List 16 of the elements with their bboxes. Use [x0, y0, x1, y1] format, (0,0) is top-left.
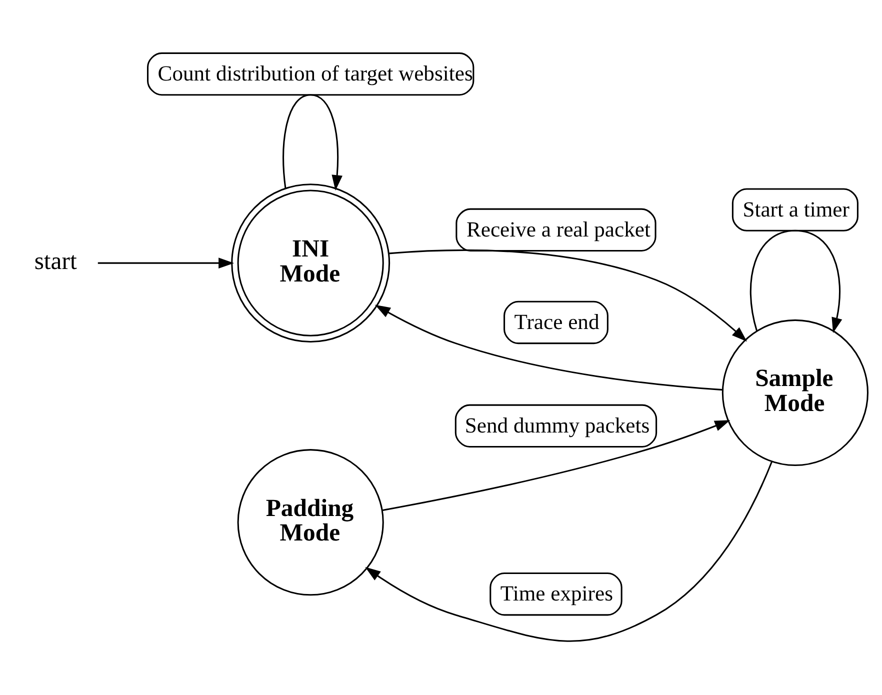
edge-label: Send dummy packets	[464, 413, 650, 438]
edge-label: Time expires	[500, 582, 613, 606]
edge-label: Count distribution of target websites	[158, 61, 473, 86]
edge-label: Receive a real packet	[466, 217, 650, 242]
arrow	[282, 94, 342, 191]
arrow	[98, 258, 234, 268]
edge-label: Trace end	[514, 310, 600, 334]
node-circle: Sample Mode	[722, 319, 869, 466]
node-text: start	[34, 248, 77, 275]
arrow	[365, 461, 773, 642]
node-circle: Padding Mode	[237, 449, 384, 596]
edge-label: Start a timer	[742, 197, 850, 222]
arrow	[382, 420, 730, 512]
arrow	[750, 230, 842, 334]
arrow	[388, 249, 748, 342]
arrow	[374, 304, 723, 391]
